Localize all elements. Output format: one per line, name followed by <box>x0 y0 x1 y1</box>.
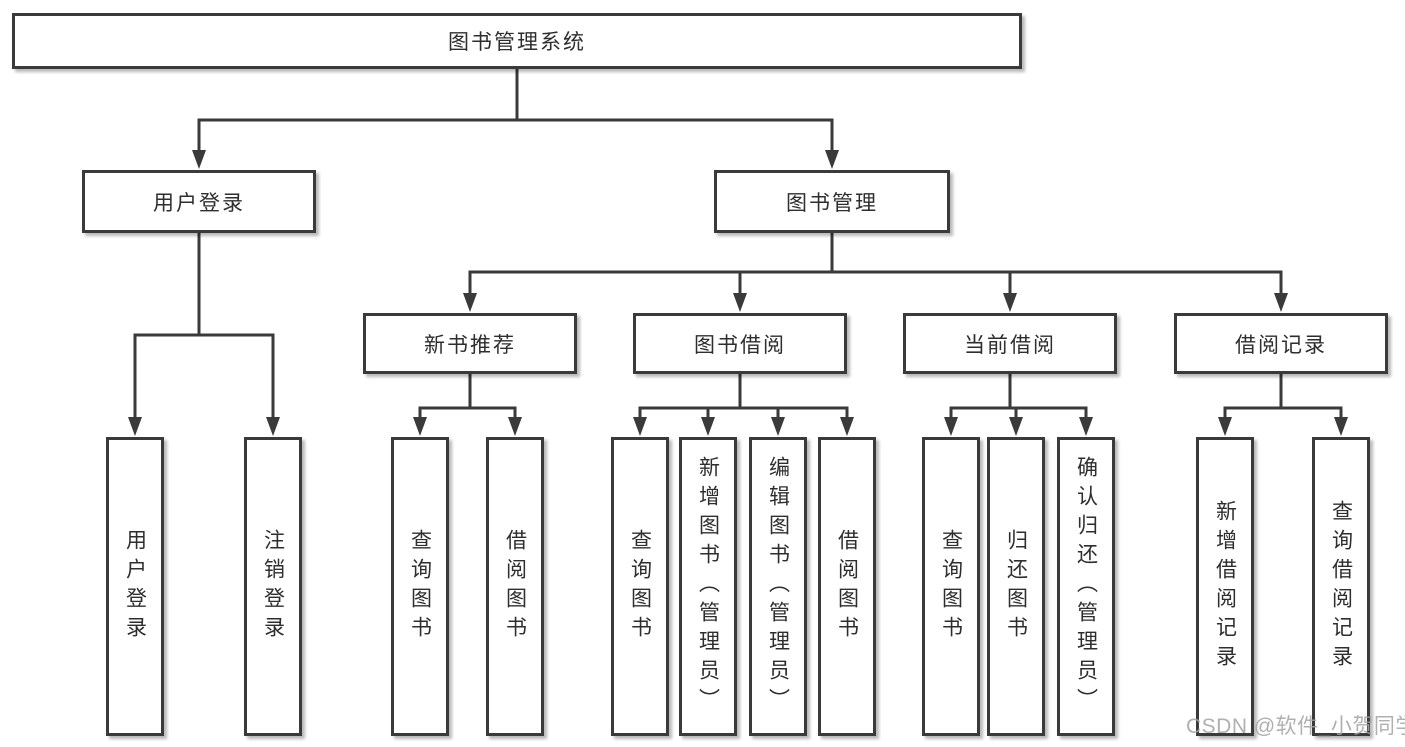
node-borrowing-records: 借阅记录 <box>1174 313 1388 374</box>
leaf-confirm-return-admin: 确认归还（管理员） <box>1057 437 1115 736</box>
leaf-return-books: 归还图书 <box>987 437 1045 736</box>
leaf-logout: 注销登录 <box>244 437 302 736</box>
node-book-borrowing: 图书借阅 <box>633 313 847 374</box>
node-current-borrowing: 当前借阅 <box>903 313 1117 374</box>
leaf-user-login: 用户登录 <box>106 437 164 736</box>
leaf-add-books-admin: 新增图书（管理员） <box>679 437 737 736</box>
leaf-add-borrow-record: 新增借阅记录 <box>1196 437 1254 736</box>
node-library-management-system: 图书管理系统 <box>12 13 1022 69</box>
leaf-query-borrow-record: 查询借阅记录 <box>1312 437 1370 736</box>
leaf-edit-books-admin: 编辑图书（管理员） <box>749 437 807 736</box>
leaf-borrow-books: 借阅图书 <box>818 437 876 736</box>
node-book-management-module: 图书管理 <box>714 170 950 233</box>
leaf-query-books-recommend: 查询图书 <box>391 437 449 736</box>
leaf-borrow-books-recommend: 借阅图书 <box>486 437 544 736</box>
leaf-query-books-borrowing: 查询图书 <box>611 437 669 736</box>
csdn-watermark: CSDN @软件_小贺同学 <box>1186 715 1405 738</box>
node-user-login-module: 用户登录 <box>82 170 316 233</box>
leaf-query-books-current: 查询图书 <box>922 437 980 736</box>
node-new-book-recommendation: 新书推荐 <box>363 313 577 374</box>
